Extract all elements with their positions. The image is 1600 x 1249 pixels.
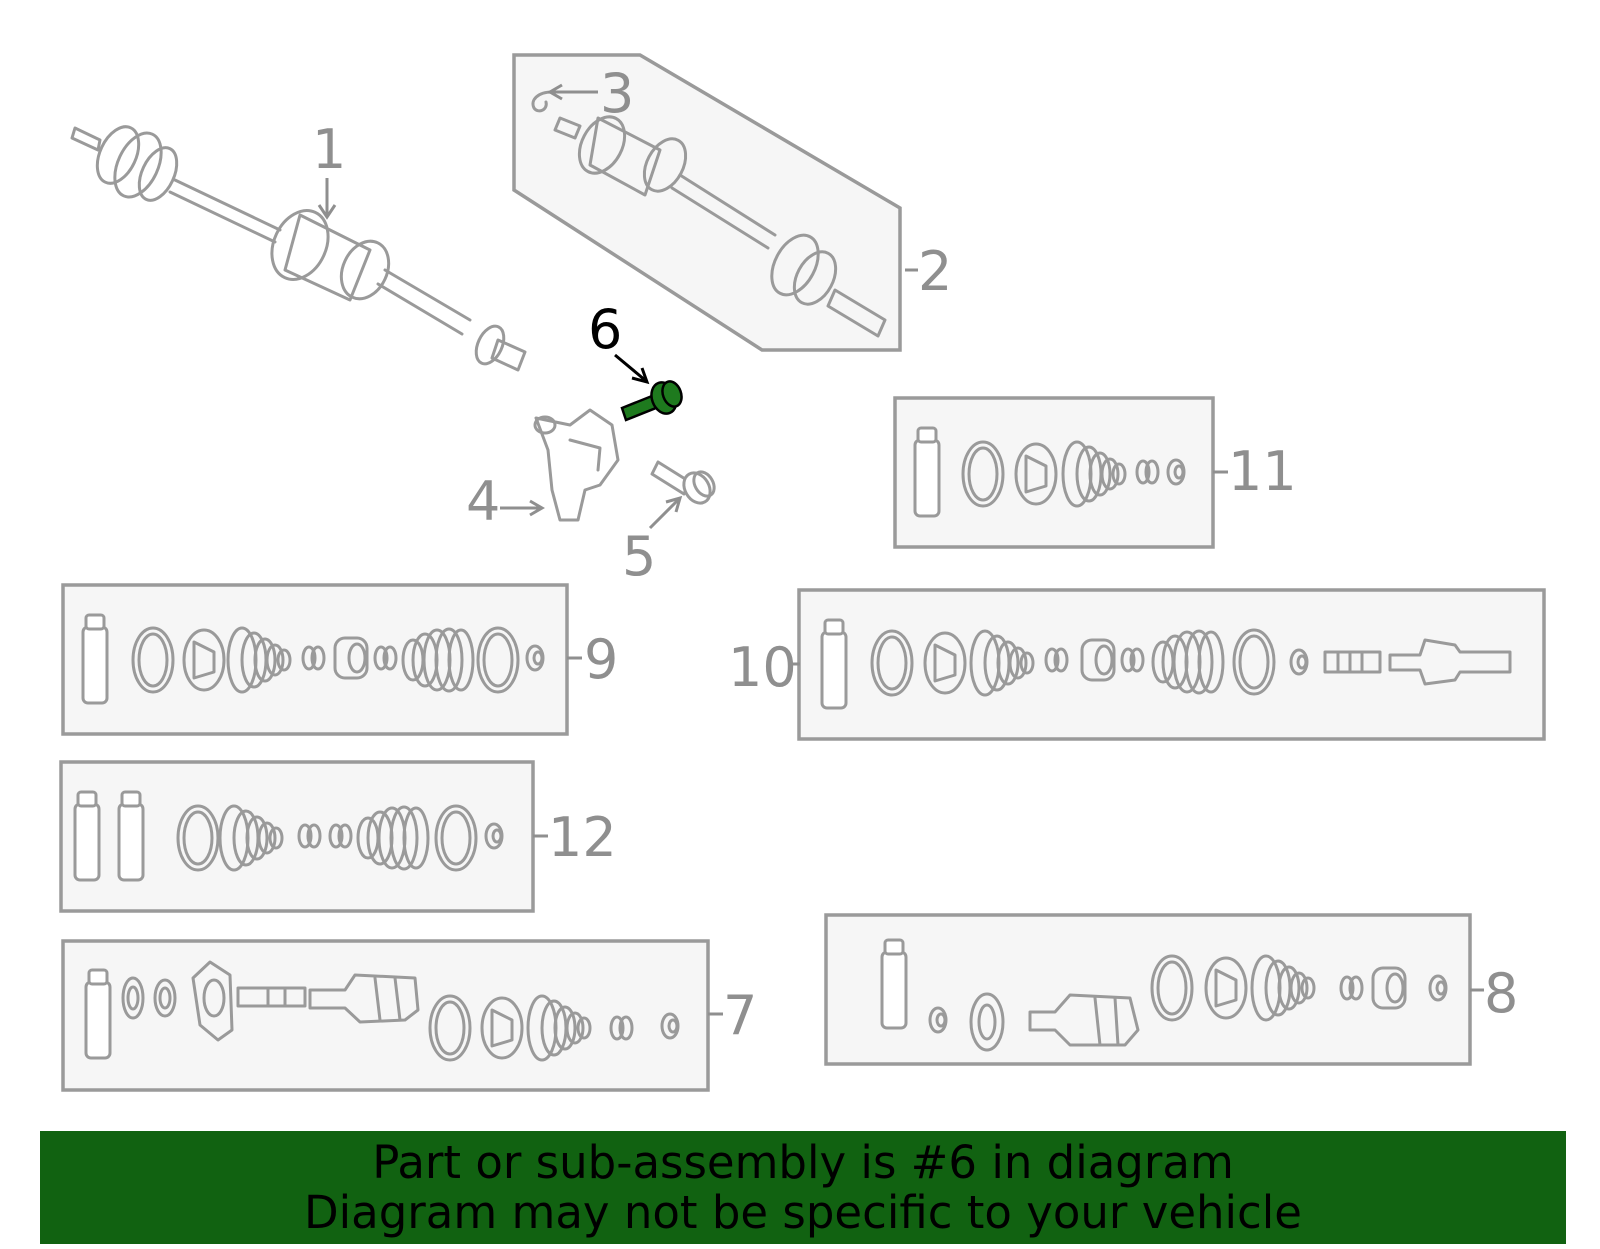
callout-8: 8: [1484, 962, 1518, 1025]
leader-5: [648, 495, 683, 530]
part-2-axle-assembly: [553, 115, 887, 338]
part-8-kit: [880, 938, 1448, 1052]
leader-1: [317, 178, 337, 220]
callout-3: 3: [600, 62, 634, 125]
callout-11: 11: [1228, 440, 1297, 503]
part-7-box: [61, 939, 710, 1092]
banner-line-1: Part or sub-assembly is #6 in diagram: [372, 1135, 1234, 1189]
callout-12: 12: [548, 806, 617, 869]
part-1-axle-assembly: [70, 125, 527, 372]
callout-6: 6: [588, 298, 622, 361]
callout-10: 10: [728, 636, 797, 699]
part-7-kit: [84, 960, 680, 1062]
part-6-bolt-highlighted: [620, 380, 683, 422]
part-5-bolt: [650, 460, 716, 505]
leader-3: [547, 83, 598, 101]
leader-6: [614, 353, 650, 385]
callout-7: 7: [723, 984, 757, 1047]
callout-2: 2: [918, 240, 952, 303]
part-10-kit: [820, 618, 1512, 710]
part-2-box: [512, 53, 902, 352]
callout-4: 4: [466, 470, 500, 533]
part-11-box: [893, 396, 1215, 549]
callout-1: 1: [312, 118, 346, 181]
banner-line-2: Diagram may not be specific to your vehi…: [304, 1185, 1302, 1239]
callout-9: 9: [584, 628, 618, 691]
callout-5: 5: [622, 525, 656, 588]
part-3-clip: [531, 90, 554, 113]
info-banner: Part or sub-assembly is #6 in diagram Di…: [40, 1131, 1566, 1244]
part-4-bracket: [533, 408, 620, 522]
leader-4: [500, 499, 545, 517]
